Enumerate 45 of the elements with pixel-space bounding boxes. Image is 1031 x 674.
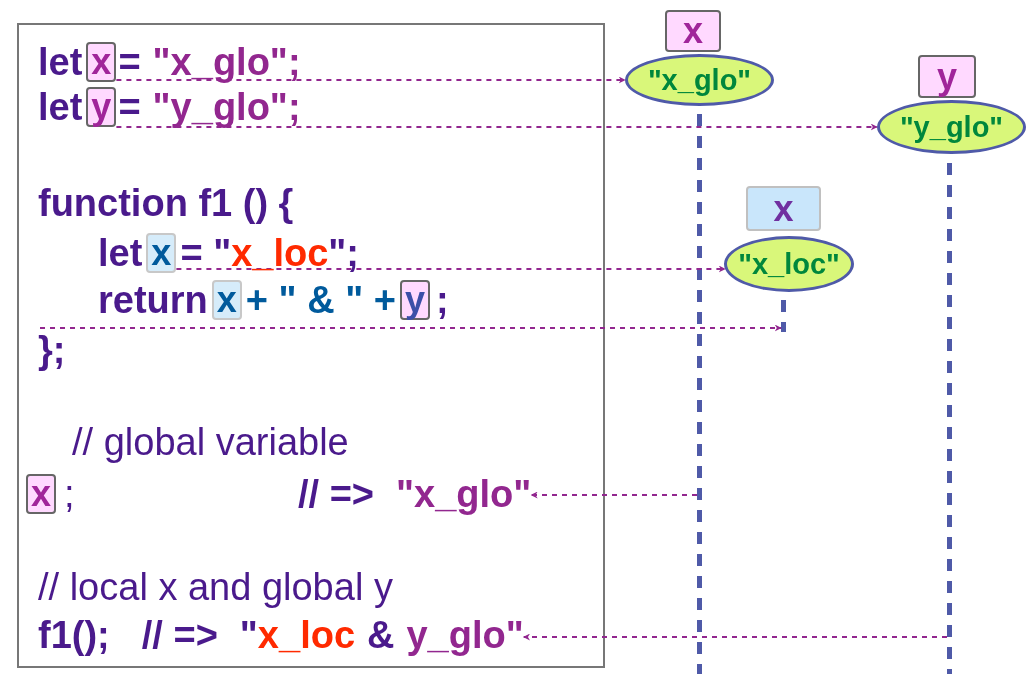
lifeline [947, 163, 952, 674]
code-text: ; [435, 279, 449, 321]
code-text: // => [141, 614, 218, 656]
code-text: = " [180, 232, 232, 274]
code-comment: // global variable [72, 421, 349, 463]
code-text: + " & " + [245, 279, 396, 321]
code-text: return [98, 279, 208, 321]
code-comment: // local x and global y [38, 566, 393, 608]
code-text: ; [64, 473, 75, 515]
variable-tag: x [26, 474, 57, 514]
variable-name-tag: x [746, 186, 821, 231]
variable-name-tag: x [665, 10, 721, 52]
code-panel [17, 23, 605, 668]
arrow [530, 491, 698, 499]
variable-name-tag: y [918, 55, 976, 98]
code-text: "x_glo"; [152, 41, 301, 83]
code-text: function f1 () { [38, 182, 294, 224]
variable-tag: y [86, 87, 117, 127]
code-text: let [38, 41, 83, 83]
code-text: = [118, 41, 141, 83]
value-ellipse: "y_glo" [877, 100, 1026, 154]
code-text: }; [38, 329, 66, 371]
arrow [39, 324, 782, 332]
value-ellipse: "x_glo" [625, 54, 774, 106]
result-value: "x_loc & y_glo" [239, 614, 524, 656]
code-text: f1(); [38, 614, 110, 656]
code-text: let [38, 86, 83, 128]
arrow [175, 265, 727, 273]
lifeline [781, 300, 786, 332]
arrow [115, 123, 878, 131]
code-text: x_loc [231, 232, 329, 274]
variable-tag: x [211, 280, 242, 320]
lifeline [697, 114, 702, 674]
code-text: // => [298, 473, 375, 515]
variable-tag: y [399, 280, 430, 320]
code-text: = [118, 86, 141, 128]
code-text: "y_glo"; [152, 86, 301, 128]
code-text: "; [328, 232, 359, 274]
value-ellipse: "x_loc" [724, 236, 854, 292]
arrow [115, 76, 626, 84]
variable-tag: x [86, 42, 117, 82]
variable-tag: x [146, 233, 177, 273]
result-value: "x_glo" [396, 473, 532, 515]
arrow [522, 633, 948, 641]
code-text: let [98, 232, 143, 274]
